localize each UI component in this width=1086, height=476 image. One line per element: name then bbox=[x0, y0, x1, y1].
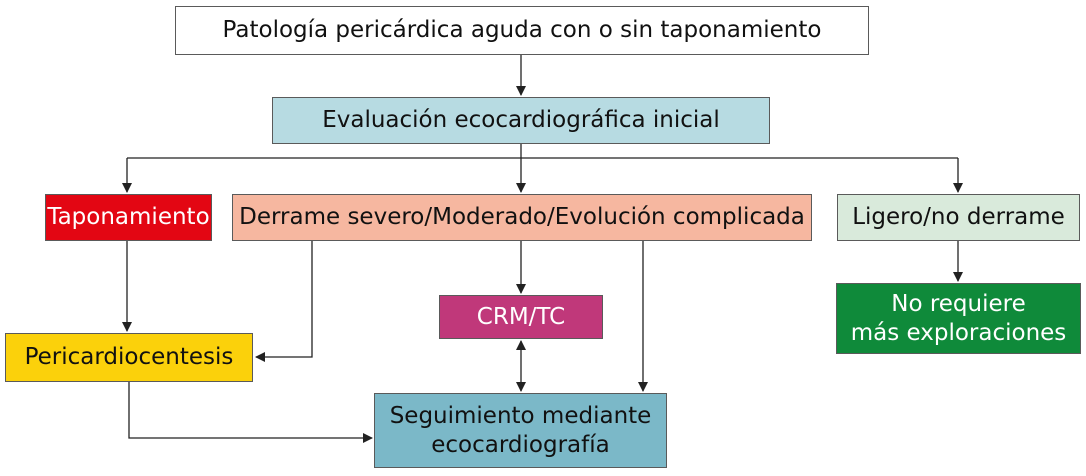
node-no-requiere-line-2: más exploraciones bbox=[850, 319, 1067, 346]
node-root-label: Patología pericárdica aguda con o sin ta… bbox=[222, 17, 822, 44]
node-pericardiocentesis-label: Pericardiocentesis bbox=[24, 344, 234, 371]
node-derrame: Derrame severo/Moderado/Evolución compli… bbox=[232, 194, 812, 241]
node-derrame-label: Derrame severo/Moderado/Evolución compli… bbox=[239, 204, 805, 231]
node-root: Patología pericárdica aguda con o sin ta… bbox=[175, 6, 869, 55]
node-seguimiento-line-2: ecocardiografía bbox=[431, 431, 610, 458]
node-ligero-label: Ligero/no derrame bbox=[852, 204, 1065, 231]
node-taponamiento-label: Taponamiento bbox=[47, 204, 210, 231]
node-evaluacion: Evaluación ecocardiográfica inicial bbox=[272, 97, 770, 144]
node-no-requiere-line-1: No requiere bbox=[891, 290, 1026, 317]
node-pericardiocentesis: Pericardiocentesis bbox=[5, 333, 253, 382]
node-taponamiento: Taponamiento bbox=[45, 194, 212, 241]
node-crm-tc: CRM/TC bbox=[439, 295, 603, 339]
node-seguimiento: Seguimiento mediante ecocardiografía bbox=[374, 393, 667, 468]
arrow-derrame-to-pericardiocentesis bbox=[255, 241, 313, 362]
node-seguimiento-line-1: Seguimiento mediante bbox=[389, 402, 652, 429]
node-ligero: Ligero/no derrame bbox=[837, 194, 1080, 241]
node-evaluacion-label: Evaluación ecocardiográfica inicial bbox=[322, 107, 720, 134]
node-no-requiere: No requiere más exploraciones bbox=[836, 283, 1081, 354]
arrow-pericardiocentesis-to-seguimiento bbox=[128, 382, 373, 443]
node-crm-tc-label: CRM/TC bbox=[476, 303, 566, 330]
